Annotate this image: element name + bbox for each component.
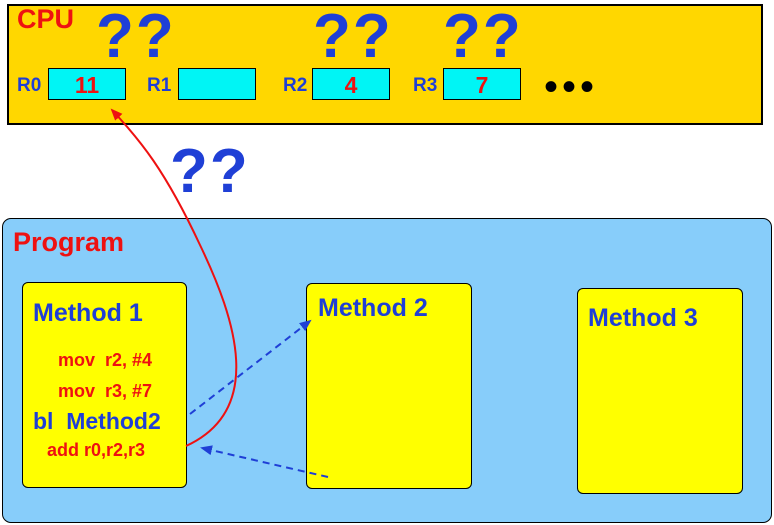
- call-method2-arrow: [189, 319, 312, 415]
- register-label-r0: R0: [17, 75, 42, 96]
- register-label-r1: R1: [147, 75, 172, 96]
- register-r3-value: 7: [443, 68, 521, 100]
- method-1-title: Method 1: [33, 299, 143, 327]
- program-title: Program: [13, 227, 125, 257]
- cpu-title: CPU: [17, 4, 75, 34]
- cpu-panel: [7, 4, 763, 125]
- method-1-box: [22, 282, 187, 488]
- method-2-title: Method 2: [318, 294, 428, 322]
- method-1-add-instruction: add r0,r2,r3: [47, 440, 146, 460]
- register-r1-value: [178, 68, 256, 100]
- register-r2-value: 4: [312, 68, 390, 100]
- cpu-question-marks-2: ??: [313, 2, 393, 71]
- method-1-call-instruction: bl Method2: [33, 408, 161, 434]
- register-label-r3: R3: [413, 75, 438, 96]
- method-3-title: Method 3: [588, 304, 698, 332]
- more-registers-ellipsis: •••: [544, 65, 599, 109]
- method-3-box: [577, 288, 743, 494]
- method-1-instruction-1: mov r2, #4: [58, 350, 153, 370]
- method-1-instruction-2: mov r3, #7: [58, 381, 153, 401]
- cpu-question-marks-3: ??: [443, 2, 523, 71]
- method-2-box: [306, 283, 472, 489]
- cpu-question-marks-1: ??: [96, 2, 176, 71]
- register-r0-value: 11: [48, 68, 126, 100]
- return-from-method2-arrow: [200, 445, 329, 478]
- result-to-r0-arrow: [110, 108, 238, 447]
- register-label-r2: R2: [283, 75, 308, 96]
- floating-question-marks: ??: [170, 137, 250, 206]
